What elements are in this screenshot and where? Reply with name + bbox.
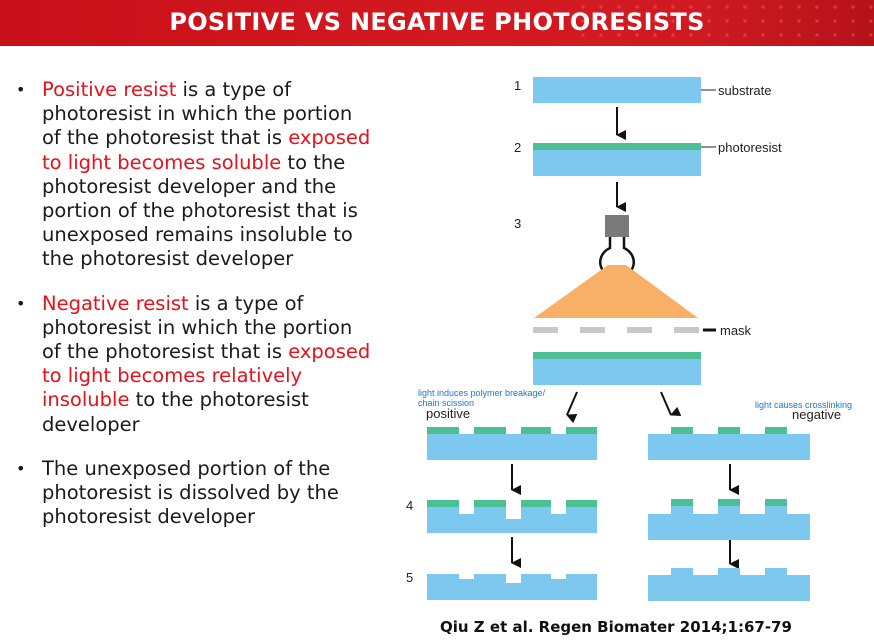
bullet-dot: • — [16, 80, 26, 99]
photoresist-segment — [566, 427, 597, 434]
bullet-list: • Positive resist is a type of photoresis… — [14, 78, 374, 549]
photoresist-step2 — [533, 143, 701, 150]
citation: Qiu Z et al. Regen Biomater 2014;1:67-79 — [440, 618, 792, 636]
mask-segment — [580, 327, 605, 333]
mask-segment — [627, 327, 652, 333]
final-substrate-positive — [427, 574, 597, 600]
etched-substrate-negative-step4 — [648, 506, 810, 540]
photolithography-diagram: 1 2 3 4 5 substrate photoresist mask lig… — [406, 77, 852, 601]
mask-segment — [674, 327, 699, 333]
step-number-4: 4 — [406, 498, 413, 513]
step-number-1: 1 — [514, 78, 521, 93]
photoresist-segment — [718, 499, 740, 506]
photoresist-exposed — [533, 352, 701, 359]
bullet-unexposed: • The unexposed portion of the photoresis… — [14, 457, 374, 530]
photoresist-segment — [427, 500, 459, 507]
slide-title: POSITIVE VS NEGATIVE PHOTORESISTS — [169, 8, 705, 36]
negative-note: light causes crosslinking — [755, 400, 852, 410]
bullet-part: exposed to light becomes soluble — [42, 126, 371, 174]
photoresist-label: photoresist — [718, 140, 782, 155]
bullet-part: to the photoresist developer and the por… — [42, 150, 358, 271]
photoresist-segment — [765, 499, 787, 506]
substrate-positive-exposed — [427, 434, 597, 460]
bullet-part: Negative resist — [42, 291, 189, 315]
bullet-positive-resist: • Positive resist is a type of photoresis… — [14, 78, 374, 272]
photoresist-segment — [521, 427, 551, 434]
photoresist-segment — [474, 427, 506, 434]
photoresist-segment — [765, 427, 787, 434]
photoresist-segment — [566, 500, 597, 507]
header-dot-pattern — [574, 0, 874, 46]
photoresist-segment — [671, 427, 693, 434]
bullet-dot: • — [16, 458, 26, 478]
bullet-negative-resist: • Negative resist is a type of photoresis… — [14, 292, 374, 437]
substrate-negative-exposed — [648, 434, 810, 460]
mask-label: mask — [720, 323, 752, 338]
positive-note-line1: light induces polymer breakage/ — [418, 388, 546, 398]
mask-segment — [533, 327, 558, 333]
lamp-base — [605, 215, 629, 237]
photoresist-segment — [671, 499, 693, 506]
photoresist-segment — [521, 500, 551, 507]
bullet-part: exposed to light becomes relatively inso… — [42, 340, 371, 412]
negative-label: negative — [792, 407, 841, 422]
photoresist-segment — [427, 427, 459, 434]
substrate-step2 — [533, 150, 701, 176]
bullet-part: to the photoresist developer — [42, 388, 309, 436]
arrow-to-negative — [660, 391, 682, 416]
positive-label: positive — [426, 406, 470, 421]
bullet-part: Positive resist — [42, 78, 177, 101]
positive-note-line2: chain scission — [418, 398, 474, 408]
substrate-exposed — [533, 359, 701, 385]
light-cone — [534, 265, 698, 318]
bullet-part: is a type of photoresist in which the po… — [42, 291, 353, 364]
arrow-to-positive — [566, 391, 578, 424]
bullet-part: is a type of photoresist in which the po… — [42, 78, 353, 150]
title-bar: POSITIVE VS NEGATIVE PHOTORESISTS — [0, 0, 874, 46]
substrate-label: substrate — [718, 83, 771, 98]
step-number-5: 5 — [406, 570, 413, 585]
bullet-part: The unexposed portion of the photoresist… — [42, 456, 339, 529]
substrate-step1 — [533, 77, 701, 103]
etched-substrate-positive-step4 — [427, 507, 597, 533]
photoresist-segment — [474, 500, 506, 507]
step-number-2: 2 — [514, 140, 521, 155]
step-number-3: 3 — [514, 216, 521, 231]
photoresist-segment — [718, 427, 740, 434]
final-substrate-negative — [648, 568, 810, 601]
bullet-dot: • — [16, 293, 26, 313]
